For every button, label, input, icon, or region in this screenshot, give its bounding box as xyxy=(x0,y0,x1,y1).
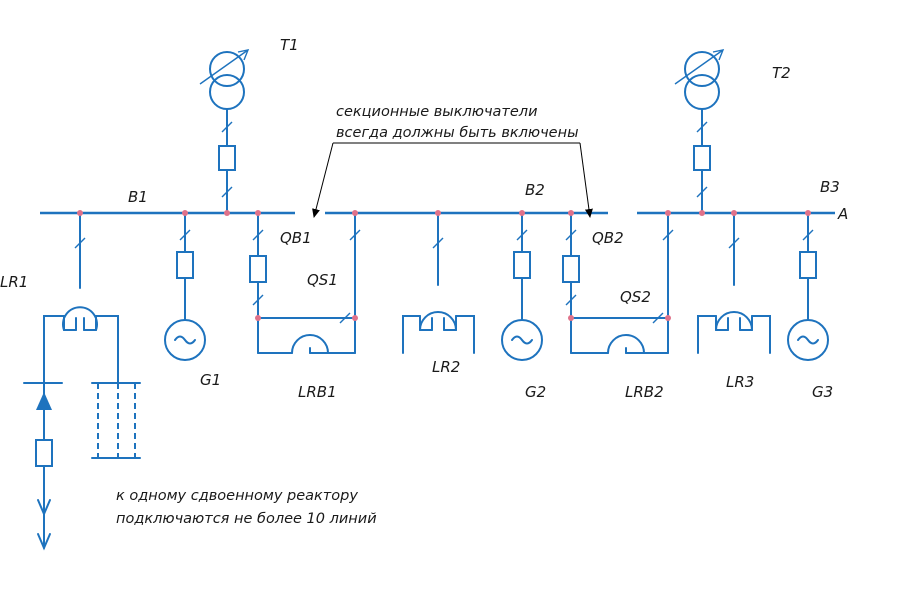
outgoing-line xyxy=(23,382,63,551)
label-lr3: LR3 xyxy=(726,373,754,391)
sectional-reactor-lrb1 xyxy=(249,212,361,354)
label-lr2: LR2 xyxy=(432,358,460,376)
label-lrb2: LRB2 xyxy=(625,383,664,401)
generator-g3 xyxy=(787,212,829,361)
label-b3: B3 xyxy=(820,178,840,196)
label-qs1: QS1 xyxy=(307,271,338,289)
reactor-lr2 xyxy=(402,212,475,354)
transformer-t1 xyxy=(199,49,250,214)
label-lrb1: LRB1 xyxy=(298,383,337,401)
label-t2: T2 xyxy=(772,64,791,82)
label-qs2: QS2 xyxy=(620,288,651,306)
transformer-t2 xyxy=(674,49,725,214)
generator-g1 xyxy=(164,212,206,361)
label-qb2: QB2 xyxy=(592,229,624,247)
note-sectional-line2: всегда должны быть включены xyxy=(336,125,579,141)
label-b2: B2 xyxy=(525,181,545,199)
label-t1: T1 xyxy=(280,36,299,54)
label-g2: G2 xyxy=(525,383,546,401)
label-b1: B1 xyxy=(128,188,148,206)
dashed-lines-group xyxy=(91,382,141,459)
sectional-reactor-lrb2 xyxy=(562,212,674,354)
note-sectional-line1: секционные выключатели xyxy=(336,104,538,120)
label-g3: G3 xyxy=(812,383,833,401)
generator-g2 xyxy=(501,212,543,361)
note-reactor-line2: подключаются не более 10 линий xyxy=(116,511,377,527)
nodes xyxy=(77,210,811,321)
label-a: A xyxy=(837,205,848,223)
label-g1: G1 xyxy=(200,371,221,389)
note-reactor-line1: к одному сдвоенному реактору xyxy=(116,488,358,504)
label-qb1: QB1 xyxy=(280,229,312,247)
reactor-lr1 xyxy=(43,212,119,384)
reactor-lr3 xyxy=(697,212,771,354)
sectional-note-leader xyxy=(312,142,593,218)
label-lr1: LR1 xyxy=(0,273,28,291)
